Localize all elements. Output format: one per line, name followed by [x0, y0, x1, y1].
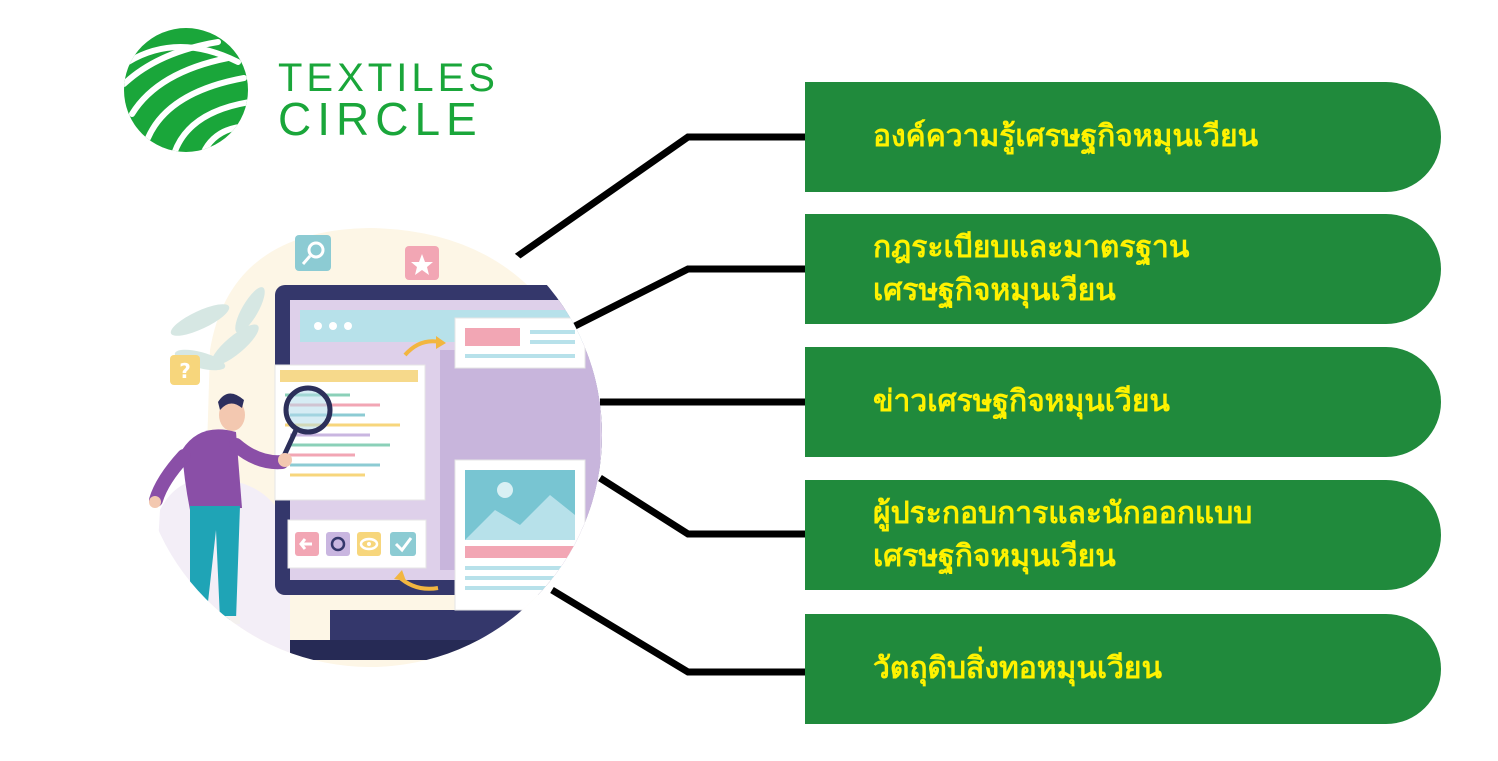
- menu-button-label: องค์ความรู้เศรษฐกิจหมุนเวียน: [873, 119, 1259, 155]
- menu-button-label: ข่าวเศรษฐกิจหมุนเวียน: [873, 384, 1170, 420]
- star-icon: [405, 246, 439, 280]
- connector-line-4: [598, 475, 810, 538]
- menu-button-entrepreneurs-designers[interactable]: ผู้ประกอบการและนักออกแบบ เศรษฐกิจหมุนเวี…: [805, 480, 1441, 590]
- logo-word-circle: CIRCLE: [278, 93, 483, 145]
- connector-line-1: [512, 133, 810, 261]
- menu-button-label: ผู้ประกอบการและนักออกแบบ เศรษฐกิจหมุนเวี…: [873, 495, 1253, 575]
- question-icon: ?: [170, 355, 200, 385]
- menu-button-label: กฎระเบียบและมาตรฐาน เศรษฐกิจหมุนเวียน: [873, 229, 1190, 309]
- gear-icon: [326, 532, 350, 556]
- menu-button-label: วัตถุดิบสิ่งทอหมุนเวียน: [873, 651, 1163, 687]
- search-icon: [295, 235, 331, 271]
- check-icon: [390, 532, 416, 556]
- logo-word-textiles: TEXTILES: [278, 56, 499, 100]
- menu-button-circular-economy-knowledge[interactable]: องค์ความรู้เศรษฐกิจหมุนเวียน: [805, 82, 1441, 192]
- person-figure: [149, 393, 292, 624]
- plant-leaves: [170, 287, 265, 371]
- website-inspection-illustration: ?: [140, 210, 602, 667]
- menu-button-regulations-standards[interactable]: กฎระเบียบและมาตรฐาน เศรษฐกิจหมุนเวียน: [805, 214, 1441, 324]
- image-icon: [454, 459, 586, 611]
- menu-button-circular-economy-news[interactable]: ข่าวเศรษฐกิจหมุนเวียน: [805, 347, 1441, 457]
- svg-text:?: ?: [179, 359, 191, 383]
- eye-icon: [357, 532, 381, 556]
- connector-line-2: [573, 265, 810, 330]
- yarn-ball-icon: [124, 28, 248, 152]
- menu-button-circular-textile-materials[interactable]: วัตถุดิบสิ่งทอหมุนเวียน: [805, 614, 1441, 724]
- connector-line-5: [550, 587, 810, 676]
- back-arrow-icon: [295, 532, 319, 556]
- textiles-circle-logo: TEXTILES CIRCLE: [118, 22, 495, 162]
